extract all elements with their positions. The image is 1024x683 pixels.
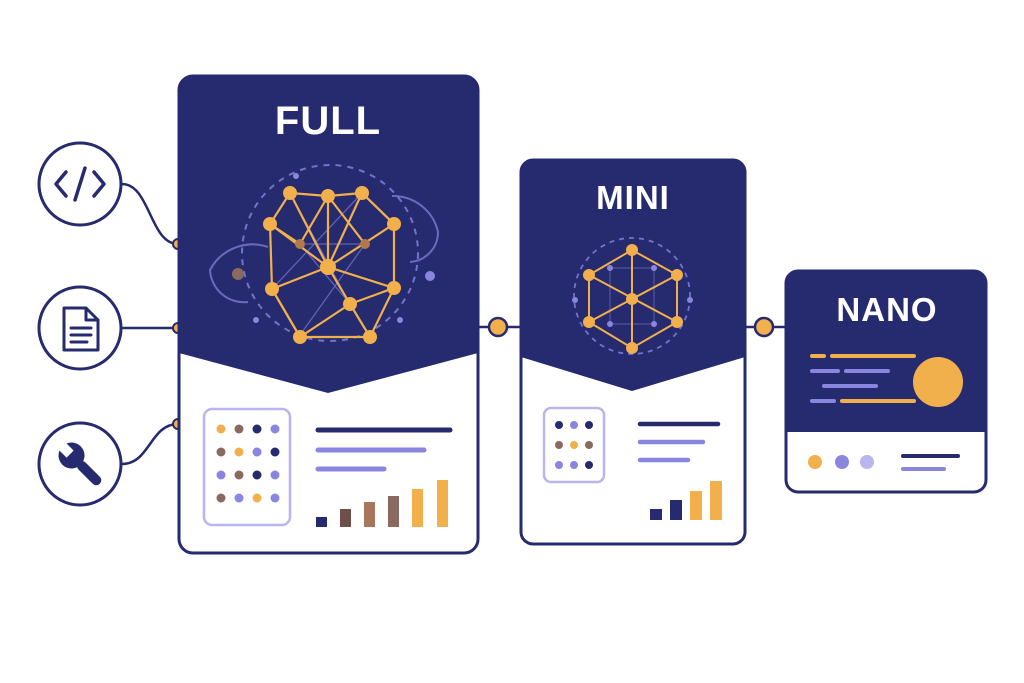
- input-connectors: [121, 182, 179, 466]
- network-graph-mini: [572, 237, 693, 355]
- dot-grid-mini: [542, 406, 606, 484]
- connector-wrench: [121, 422, 179, 466]
- card-mini-title: MINI: [596, 179, 670, 216]
- document-icon: [62, 306, 100, 352]
- wrench-icon-button[interactable]: [37, 421, 123, 507]
- document-icon-button[interactable]: [37, 285, 123, 371]
- code-icon-button[interactable]: [37, 141, 123, 227]
- card-full[interactable]: FULL: [177, 74, 480, 555]
- bar-chart-mini: [650, 481, 722, 520]
- bar-chart-full: [316, 480, 448, 527]
- card-mini[interactable]: MINI: [519, 158, 747, 546]
- text-lines-mini: [637, 421, 721, 463]
- card-nano-title: NANO: [836, 291, 937, 328]
- card-full-title: FULL: [275, 99, 381, 143]
- text-lines-nano: [810, 354, 916, 403]
- highlight-circle-nano: [913, 357, 963, 407]
- wrench-icon: [56, 440, 102, 486]
- network-graph-full: [208, 164, 440, 344]
- card-nano[interactable]: NANO: [784, 269, 988, 494]
- code-icon: [54, 166, 106, 202]
- connector-code: [121, 182, 179, 246]
- text-lines-full: [315, 427, 453, 472]
- text-lines-nano-footer: [901, 454, 960, 471]
- status-dots-nano: [808, 455, 874, 469]
- dot-grid-full: [202, 407, 292, 527]
- card-connectors: [478, 316, 786, 338]
